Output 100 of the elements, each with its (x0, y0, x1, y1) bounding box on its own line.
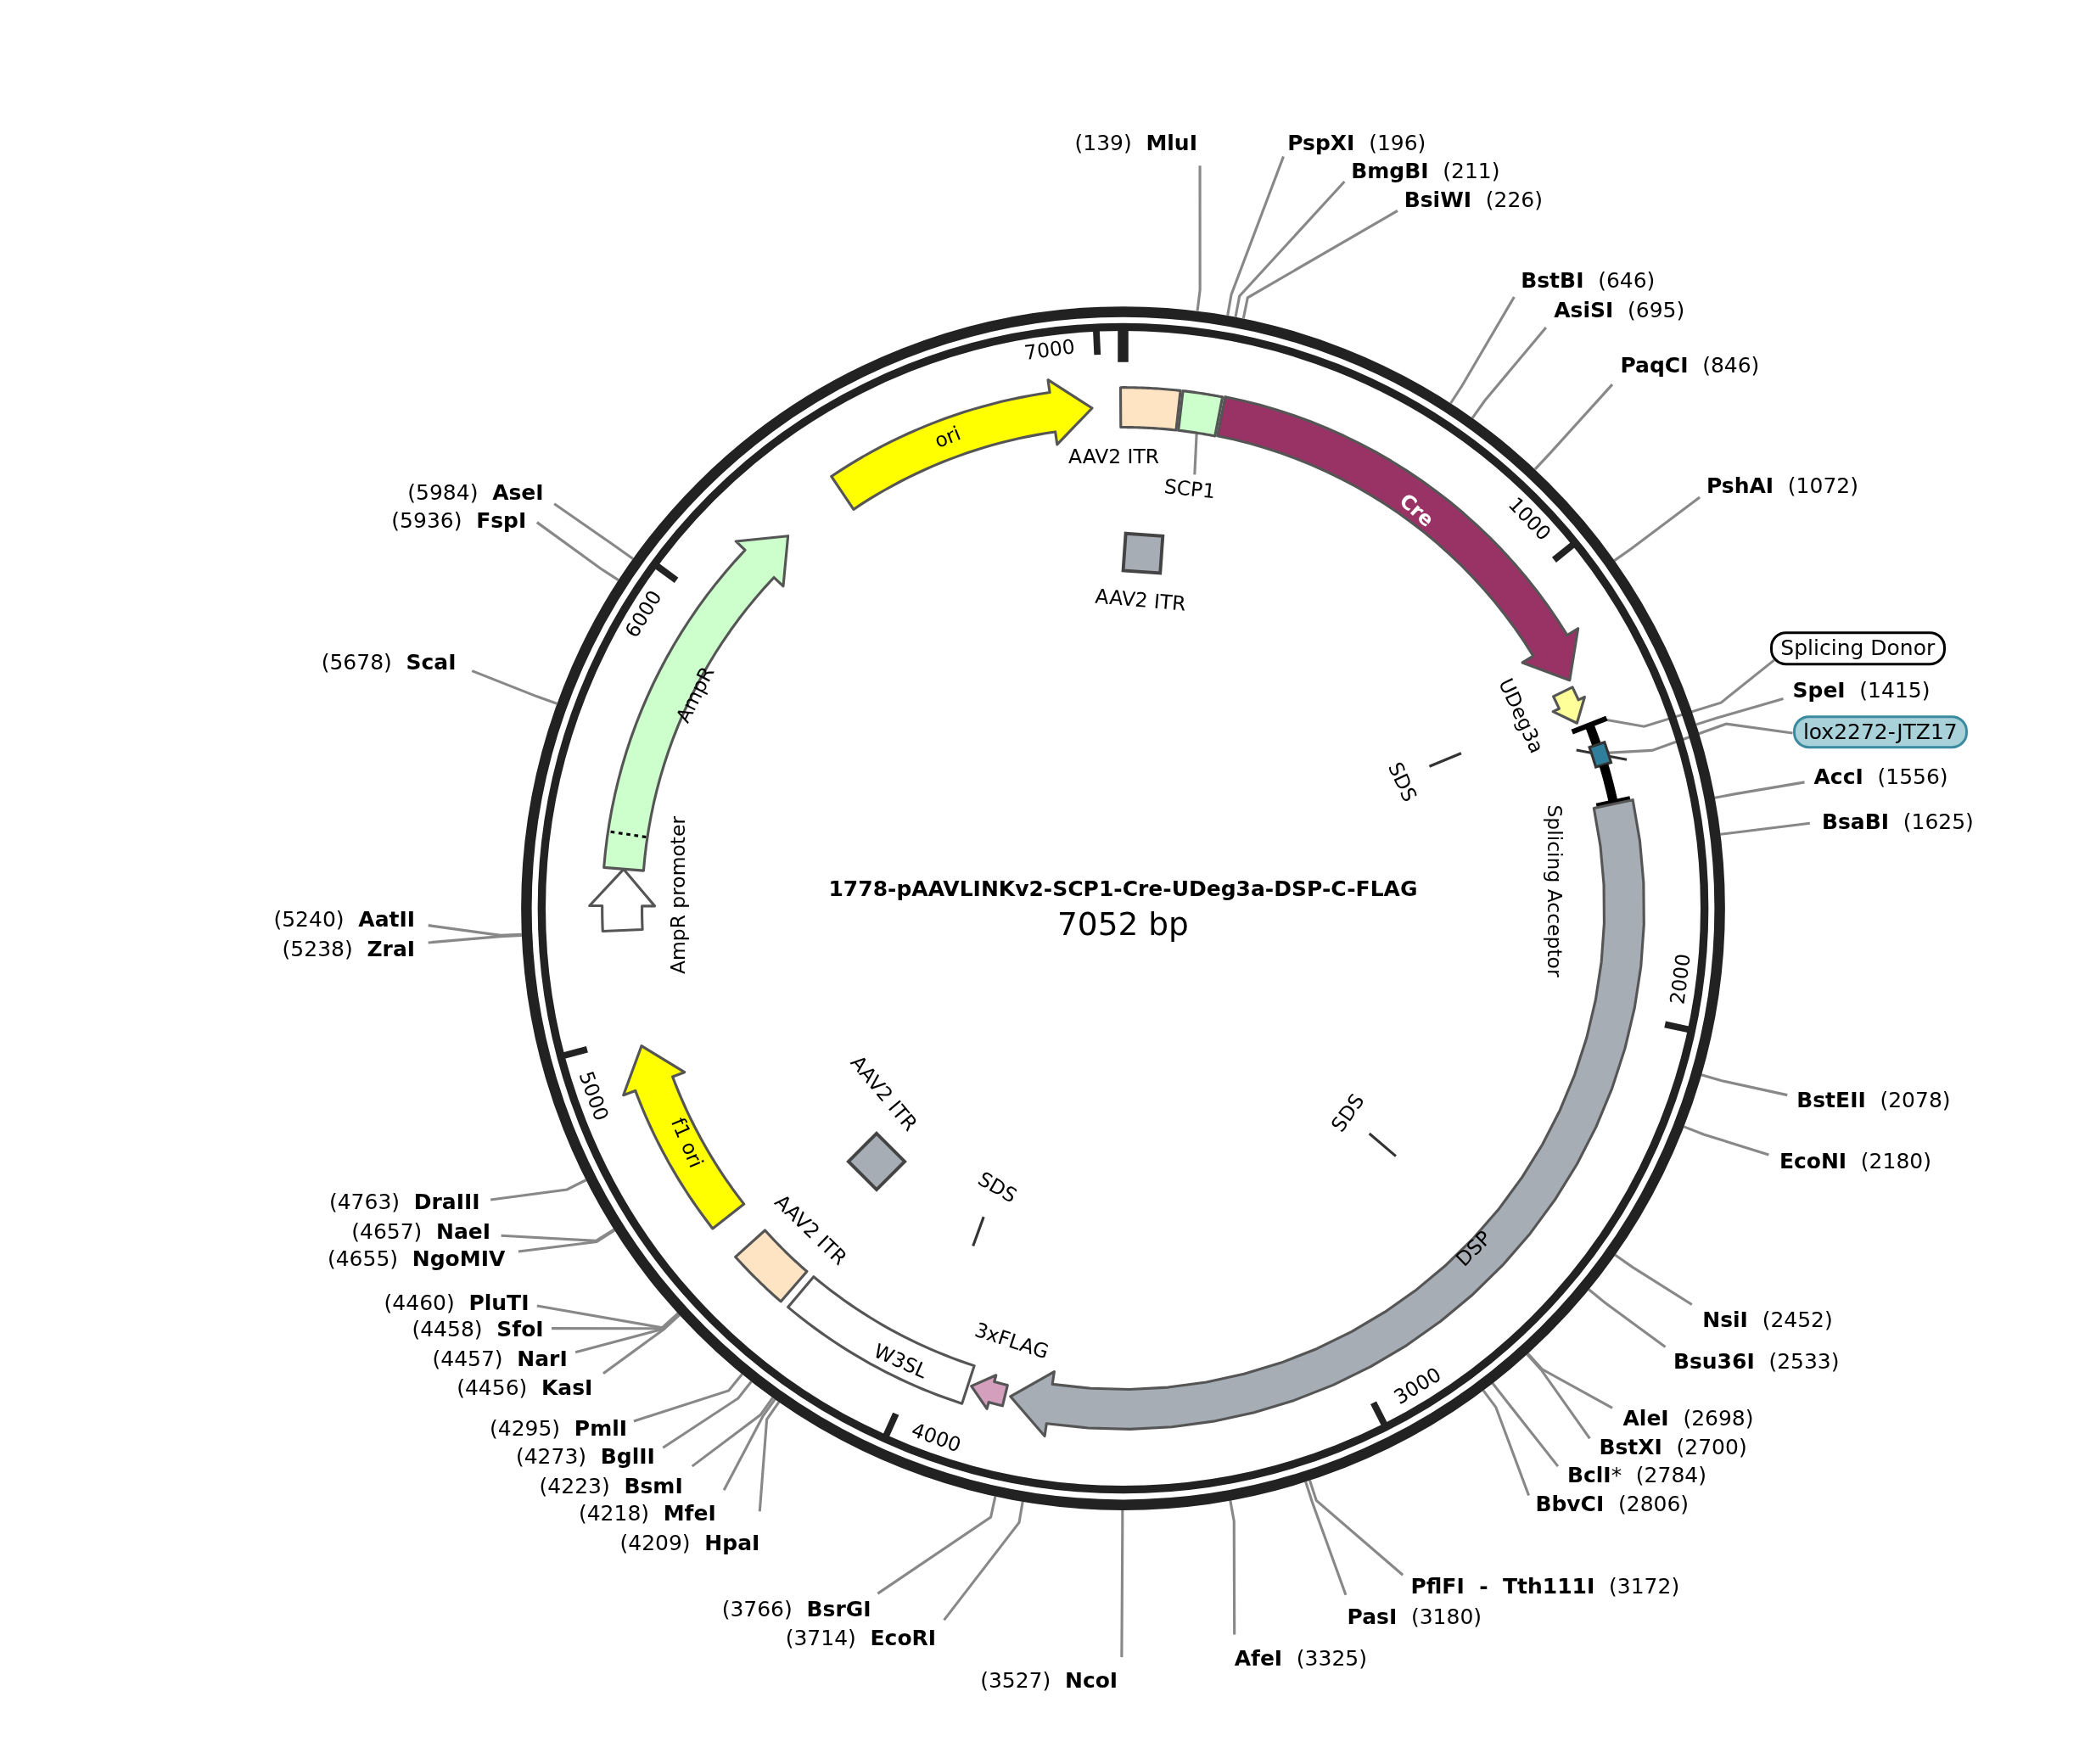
site-label: PshAI (1072) (1706, 473, 1858, 500)
leader-line (1120, 1509, 1124, 1658)
feature-label: SCP1 (1163, 475, 1216, 503)
tick-label: 2000 (1667, 953, 1695, 1006)
leader-line (1193, 432, 1198, 475)
site-label: (4273) BglII (515, 1444, 655, 1470)
site-label: AccI (1556) (1813, 764, 1948, 790)
site-label: (4456) KasI (457, 1375, 593, 1401)
leader-line (1482, 1389, 1531, 1497)
leader-line (1588, 1288, 1667, 1348)
leader-line (552, 1313, 680, 1330)
leader-line (1683, 1125, 1769, 1156)
leader-line (1714, 781, 1805, 799)
leader-line (1695, 697, 1784, 726)
leader-line (1613, 496, 1701, 562)
leader-line (1196, 165, 1202, 311)
feature-label: SDS (1382, 759, 1421, 805)
site-label: (5240) AatII (273, 907, 416, 933)
site-label: BstBI (646) (1521, 268, 1656, 294)
leader-line (1471, 326, 1548, 419)
site-label: BstXI (2700) (1599, 1435, 1747, 1461)
leader-line (943, 1501, 1024, 1621)
site-label: (5238) ZraI (282, 936, 416, 962)
leader-line (602, 1313, 681, 1375)
leader-line (691, 1397, 774, 1468)
leader-line (1449, 296, 1516, 405)
leader-line (471, 669, 558, 705)
leader-line (553, 502, 634, 560)
site-label: AsiSI (695) (1554, 297, 1685, 323)
feature-label: SDS (973, 1168, 1021, 1208)
site-label: BbvCI (2806) (1535, 1492, 1690, 1518)
site-label: (3766) BsrGI (721, 1596, 871, 1622)
site-label: (3527) NcoI (980, 1668, 1118, 1694)
site-label: (4655) NgoMIV (327, 1246, 506, 1273)
leader-line (1614, 1253, 1693, 1306)
feature-label: Cre (1394, 490, 1437, 532)
leader-line (722, 1398, 776, 1491)
site-label: (5984) AseI (407, 480, 544, 507)
leader-line (535, 521, 619, 581)
site-label: PflFI - Tth111I (3172) (1410, 1574, 1680, 1600)
site-label: AfeI (3325) (1234, 1645, 1367, 1672)
leader-line (1241, 210, 1398, 319)
feature-label: AAV2 ITR (1094, 585, 1187, 616)
leader-line (501, 1228, 615, 1242)
site-label: BstEII (2078) (1796, 1087, 1951, 1113)
feature-label: AAV2 ITR (1068, 446, 1160, 468)
site-label: BsaBI (1625) (1821, 809, 1974, 835)
leader-line (1229, 1500, 1236, 1635)
leader-line (1701, 1073, 1788, 1097)
feature-label: f1 ori (666, 1114, 708, 1171)
feature-callout: Splicing Donor (1769, 631, 1946, 665)
site-label: BsiWI (226) (1404, 187, 1543, 213)
leader-line (518, 1229, 616, 1253)
leader-line (1720, 821, 1810, 836)
site-label: (139) MluI (1074, 130, 1197, 156)
site-label: (4763) DraIII (328, 1190, 480, 1216)
plasmid-name: 1778-pAAVLINKv2-SCP1-Cre-UDeg3a-DSP-C-FLAG (828, 876, 1418, 901)
leader-line (1304, 1481, 1348, 1596)
site-label: PasI (3180) (1347, 1604, 1482, 1631)
leader-line (1526, 1353, 1591, 1440)
leader-line (633, 1373, 743, 1423)
site-label: (4657) NaeI (351, 1218, 491, 1245)
leader-line (1533, 384, 1614, 471)
site-label: (5678) ScaI (321, 650, 457, 676)
tick-label: 5000 (574, 1068, 613, 1124)
site-label: BclI* (2784) (1566, 1463, 1706, 1489)
site-label: (4209) HpaI (619, 1530, 760, 1556)
leader-line (1606, 722, 1793, 754)
tick-label: 4000 (909, 1420, 964, 1458)
site-label: (5936) FspI (391, 508, 527, 535)
site-label: AleI (2698) (1622, 1405, 1754, 1431)
site-label: BmgBI (211) (1351, 158, 1500, 184)
site-label: (4218) MfeI (578, 1501, 716, 1527)
site-label: (4458) SfoI (412, 1317, 544, 1343)
site-label: Bsu36I (2533) (1673, 1348, 1840, 1375)
leader-line (1226, 155, 1285, 316)
leader-line (758, 1401, 781, 1512)
leader-line (877, 1496, 997, 1595)
leader-line (1491, 1382, 1560, 1468)
leader-line (1308, 1480, 1404, 1576)
site-label: SpeI (1415) (1792, 678, 1930, 704)
site-label: (4295) PmlI (490, 1416, 628, 1442)
tick-label: 7000 (1023, 336, 1077, 366)
feature-callout: lox2272-JTZ17 (1792, 714, 1969, 749)
plasmid-length: 7052 bp (1056, 905, 1189, 944)
site-label: PaqCI (846) (1620, 353, 1760, 379)
site-label: (3714) EcoRI (785, 1626, 937, 1652)
feature-label: AmpR promoter (668, 815, 690, 974)
leader-line (428, 924, 522, 937)
leader-line (1234, 181, 1346, 317)
leader-line (574, 1313, 681, 1354)
site-label: EcoNI (2180) (1779, 1148, 1931, 1174)
site-label: PspXI (196) (1287, 130, 1426, 156)
feature-label: Splicing Acceptor (1543, 804, 1566, 977)
leader-line (536, 1304, 679, 1330)
feature-label: ori (932, 422, 965, 453)
leader-line (662, 1380, 753, 1449)
site-label: NsiI (2452) (1702, 1308, 1833, 1334)
leader-line (428, 933, 522, 944)
site-label: (4460) PluTI (384, 1290, 530, 1316)
